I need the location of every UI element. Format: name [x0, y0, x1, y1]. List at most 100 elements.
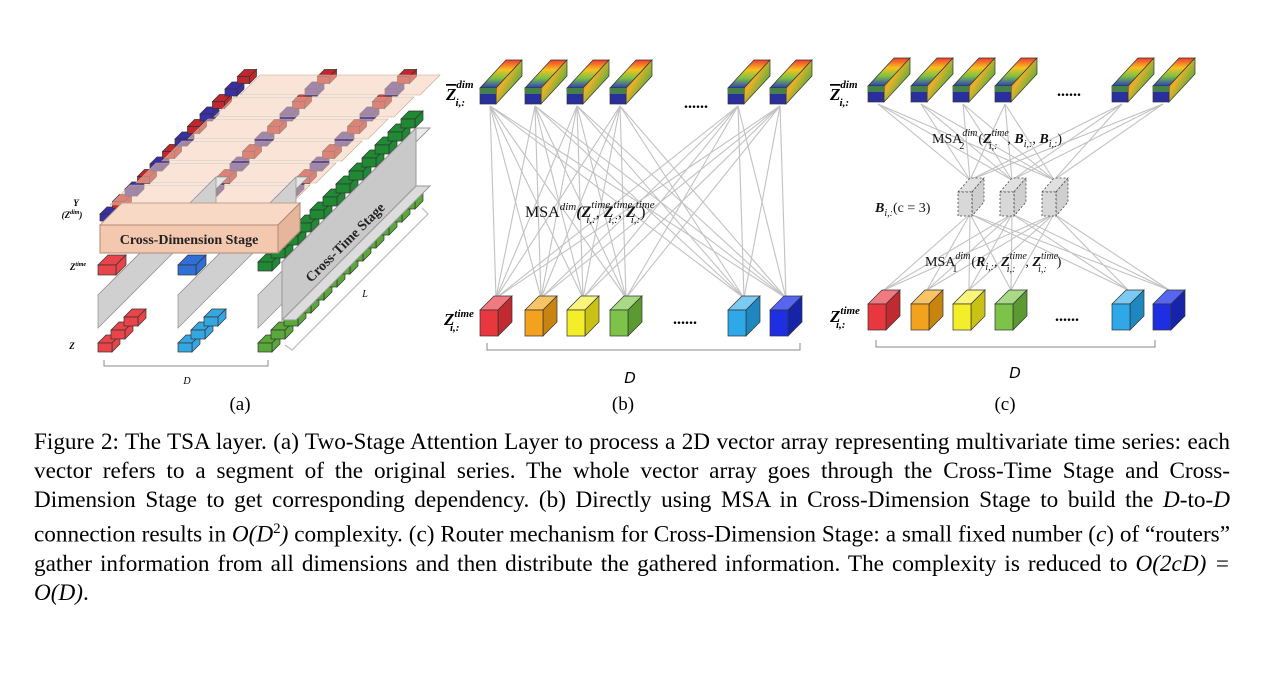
- attention-line: [540, 105, 781, 299]
- router-line: [968, 213, 1055, 291]
- panel-b-top-ellipsis: ......: [684, 95, 708, 112]
- dim-vector: [1152, 57, 1196, 103]
- attention-line: [540, 105, 578, 299]
- dimension-plane: [161, 140, 363, 162]
- y-label: Y: [73, 198, 80, 208]
- time-vector: [479, 295, 513, 337]
- router-line: [926, 213, 1055, 291]
- cross-dimension-stage: Cross-Dimension Stage: [98, 201, 302, 255]
- attention-line: [540, 105, 739, 299]
- cross-dimension-stage-label: Cross-Dimension Stage: [120, 233, 259, 248]
- dimension-plane: [187, 118, 389, 140]
- dim-vector: [952, 57, 996, 103]
- z-segment-red: [123, 308, 147, 327]
- time-vector: [952, 289, 986, 331]
- dim-vector: [727, 59, 771, 105]
- dim-vector: [867, 57, 911, 103]
- attention-line: [495, 105, 739, 299]
- y-segment: [236, 68, 258, 85]
- router-line: [877, 103, 1013, 181]
- attention-line: [582, 105, 781, 299]
- router-line: [969, 103, 1123, 181]
- z-time-label: Ztime: [69, 262, 87, 272]
- dim-vector: [479, 59, 523, 105]
- router-line: [920, 103, 1055, 181]
- panel-c-bottom-ellipsis: ......: [1055, 308, 1079, 325]
- router-line: [1010, 213, 1055, 291]
- router-line: [1053, 103, 1123, 181]
- z-time-segment-green: [400, 110, 424, 129]
- dimension-plane: [213, 96, 415, 118]
- panel-b-caption-label: (b): [612, 394, 634, 415]
- d-axis-label: D: [182, 376, 191, 387]
- time-vector: [524, 295, 558, 337]
- panel-c-d-label: D: [1009, 364, 1021, 382]
- cross-time-stage: Cross-Time Stage: [280, 126, 432, 322]
- time-vector: [1111, 289, 1145, 331]
- panel-b-time-inputs: [479, 295, 803, 337]
- router-line: [1053, 103, 1164, 181]
- time-vector: [994, 289, 1028, 331]
- attention-line: [495, 105, 536, 299]
- attention-line: [495, 105, 578, 299]
- router-line: [1053, 213, 1129, 291]
- z-dim-label: (Zdim): [62, 210, 83, 220]
- router-line: [1011, 103, 1123, 181]
- z-segment-blue: [203, 308, 227, 327]
- time-vector: [566, 295, 600, 337]
- panel-b-d-label: D: [624, 369, 636, 387]
- dim-vector: [994, 57, 1038, 103]
- router-line: [883, 213, 1055, 291]
- attention-line: [534, 105, 542, 299]
- dimension-plane: [239, 74, 441, 96]
- panel-c-caption-label: (c): [994, 394, 1015, 415]
- panel-c-router-label: Bi,:(c = 3): [874, 201, 931, 219]
- panel-c-top-ellipsis: ......: [1057, 83, 1081, 100]
- attention-line: [743, 105, 781, 299]
- time-vector: [727, 295, 761, 337]
- panel-a-labels: Y (Zdim) Ztime Z D L (a): [62, 198, 429, 415]
- dim-vector: [910, 57, 954, 103]
- router-line: [877, 103, 971, 181]
- router-line: [883, 213, 1013, 291]
- router-line: [883, 213, 971, 291]
- dim-vector: [566, 59, 610, 105]
- dim-vector: [609, 59, 653, 105]
- time-vector: [910, 289, 944, 331]
- dim-vector: [1111, 57, 1155, 103]
- panel-a-caption-label: (a): [229, 394, 250, 415]
- attention-line: [495, 105, 781, 299]
- figure-caption: Figure 2: The TSA layer. (a) Two-Stage A…: [34, 429, 1230, 606]
- router-vector: [1041, 176, 1069, 218]
- router-line: [962, 103, 1055, 181]
- panel-c-dim-outputs: [867, 57, 1196, 103]
- time-vector: [609, 295, 643, 337]
- time-vector: [1152, 289, 1186, 331]
- router-line: [1053, 213, 1170, 291]
- router-vector: [999, 176, 1027, 218]
- panel-c-routers: [957, 176, 1069, 218]
- attention-line: [582, 105, 621, 299]
- attention-line: [779, 105, 787, 299]
- router-line: [1004, 103, 1055, 181]
- panel-b-bottom-ellipsis: ......: [673, 311, 697, 328]
- router-vector: [957, 176, 985, 218]
- attention-line: [625, 105, 781, 299]
- panel-b-dim-outputs: [479, 59, 813, 105]
- dim-vector: [769, 59, 813, 105]
- attention-line: [619, 105, 627, 299]
- router-line: [1011, 213, 1129, 291]
- z-time-segment: [177, 254, 207, 276]
- panel-c-time-inputs: [867, 289, 1186, 331]
- panel-c-attention-lines: [877, 103, 1170, 291]
- attention-line: [540, 105, 621, 299]
